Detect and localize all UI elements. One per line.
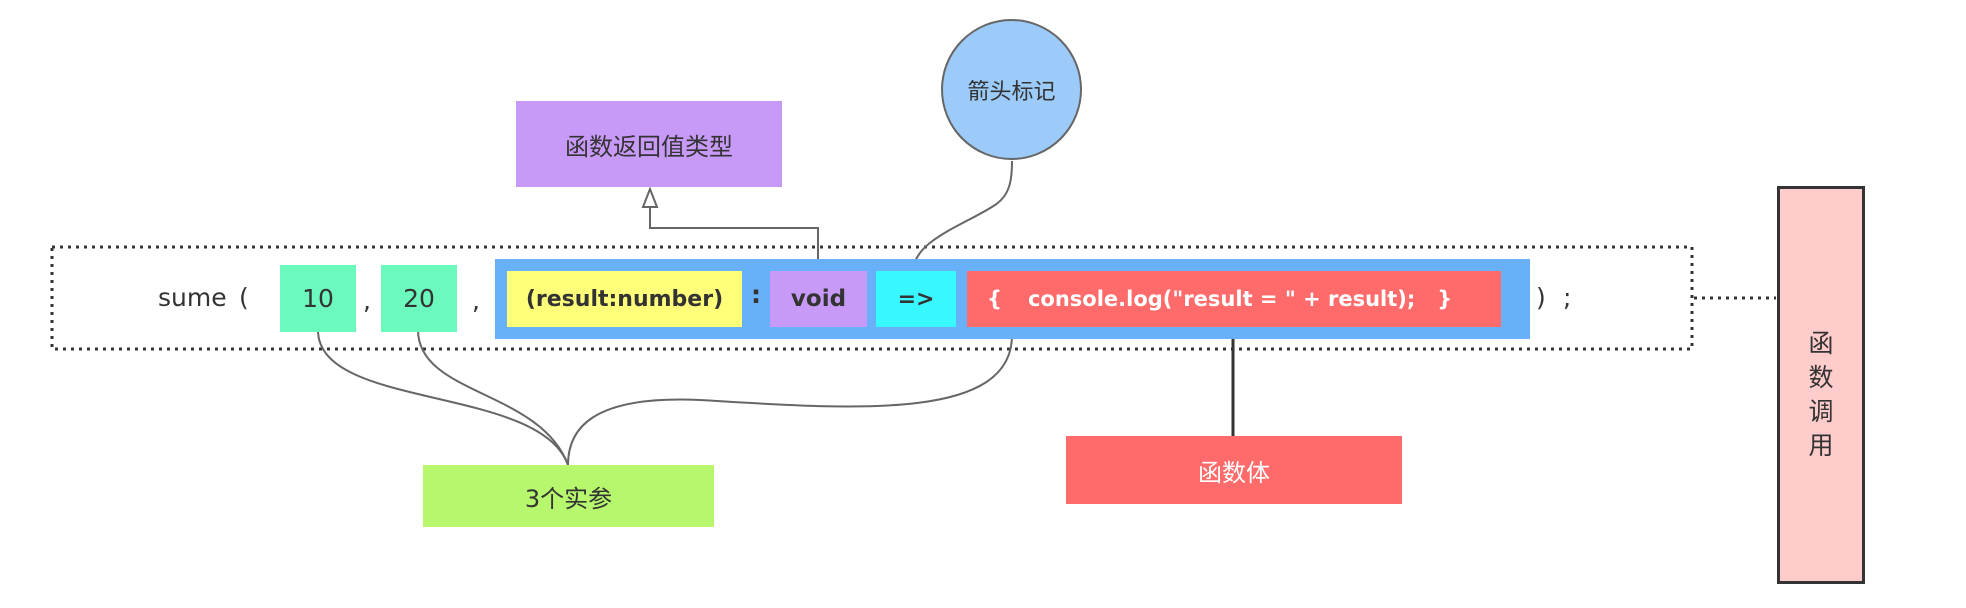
return-type-arrowhead [641,186,659,208]
return-type-box: void [770,271,867,327]
colon: : [751,280,761,309]
arg-1: 10 [280,265,356,332]
semicolon: ; [1563,283,1572,312]
body-box: { console.log("result = " + result); } [967,271,1501,327]
call-label-char-4: 用 [1808,431,1834,460]
return-type-line [649,205,819,272]
comma-1: , [363,286,371,315]
body-code: console.log("result = " + result); [1027,287,1416,311]
body-open-brace: { [987,287,1002,311]
call-label-box: 函 数 调 用 [1777,186,1865,584]
arg2-curve [417,329,569,466]
arg1-curve [317,329,569,466]
arrow-marker-line [912,160,1013,273]
call-frame [50,245,1694,351]
fn-name: sume [158,283,227,312]
fn-curve [567,334,1013,466]
params-box: (result:number) [507,271,742,327]
return-type-label: 函数返回值类型 [516,101,782,187]
arrow-token-box: => [876,271,956,327]
body-close-brace: } [1437,287,1453,311]
comma-2: , [472,286,480,315]
call-label-char-1: 函 [1808,329,1834,358]
arrow-marker-circle: 箭头标记 [941,19,1082,160]
body-label: 函数体 [1066,436,1402,504]
args-label: 3个实参 [423,465,714,527]
call-label-char-3: 调 [1808,397,1834,426]
close-paren: ) [1536,283,1546,312]
open-paren: ( [239,283,249,312]
arg-2: 20 [381,265,457,332]
call-label-char-2: 数 [1808,363,1834,392]
